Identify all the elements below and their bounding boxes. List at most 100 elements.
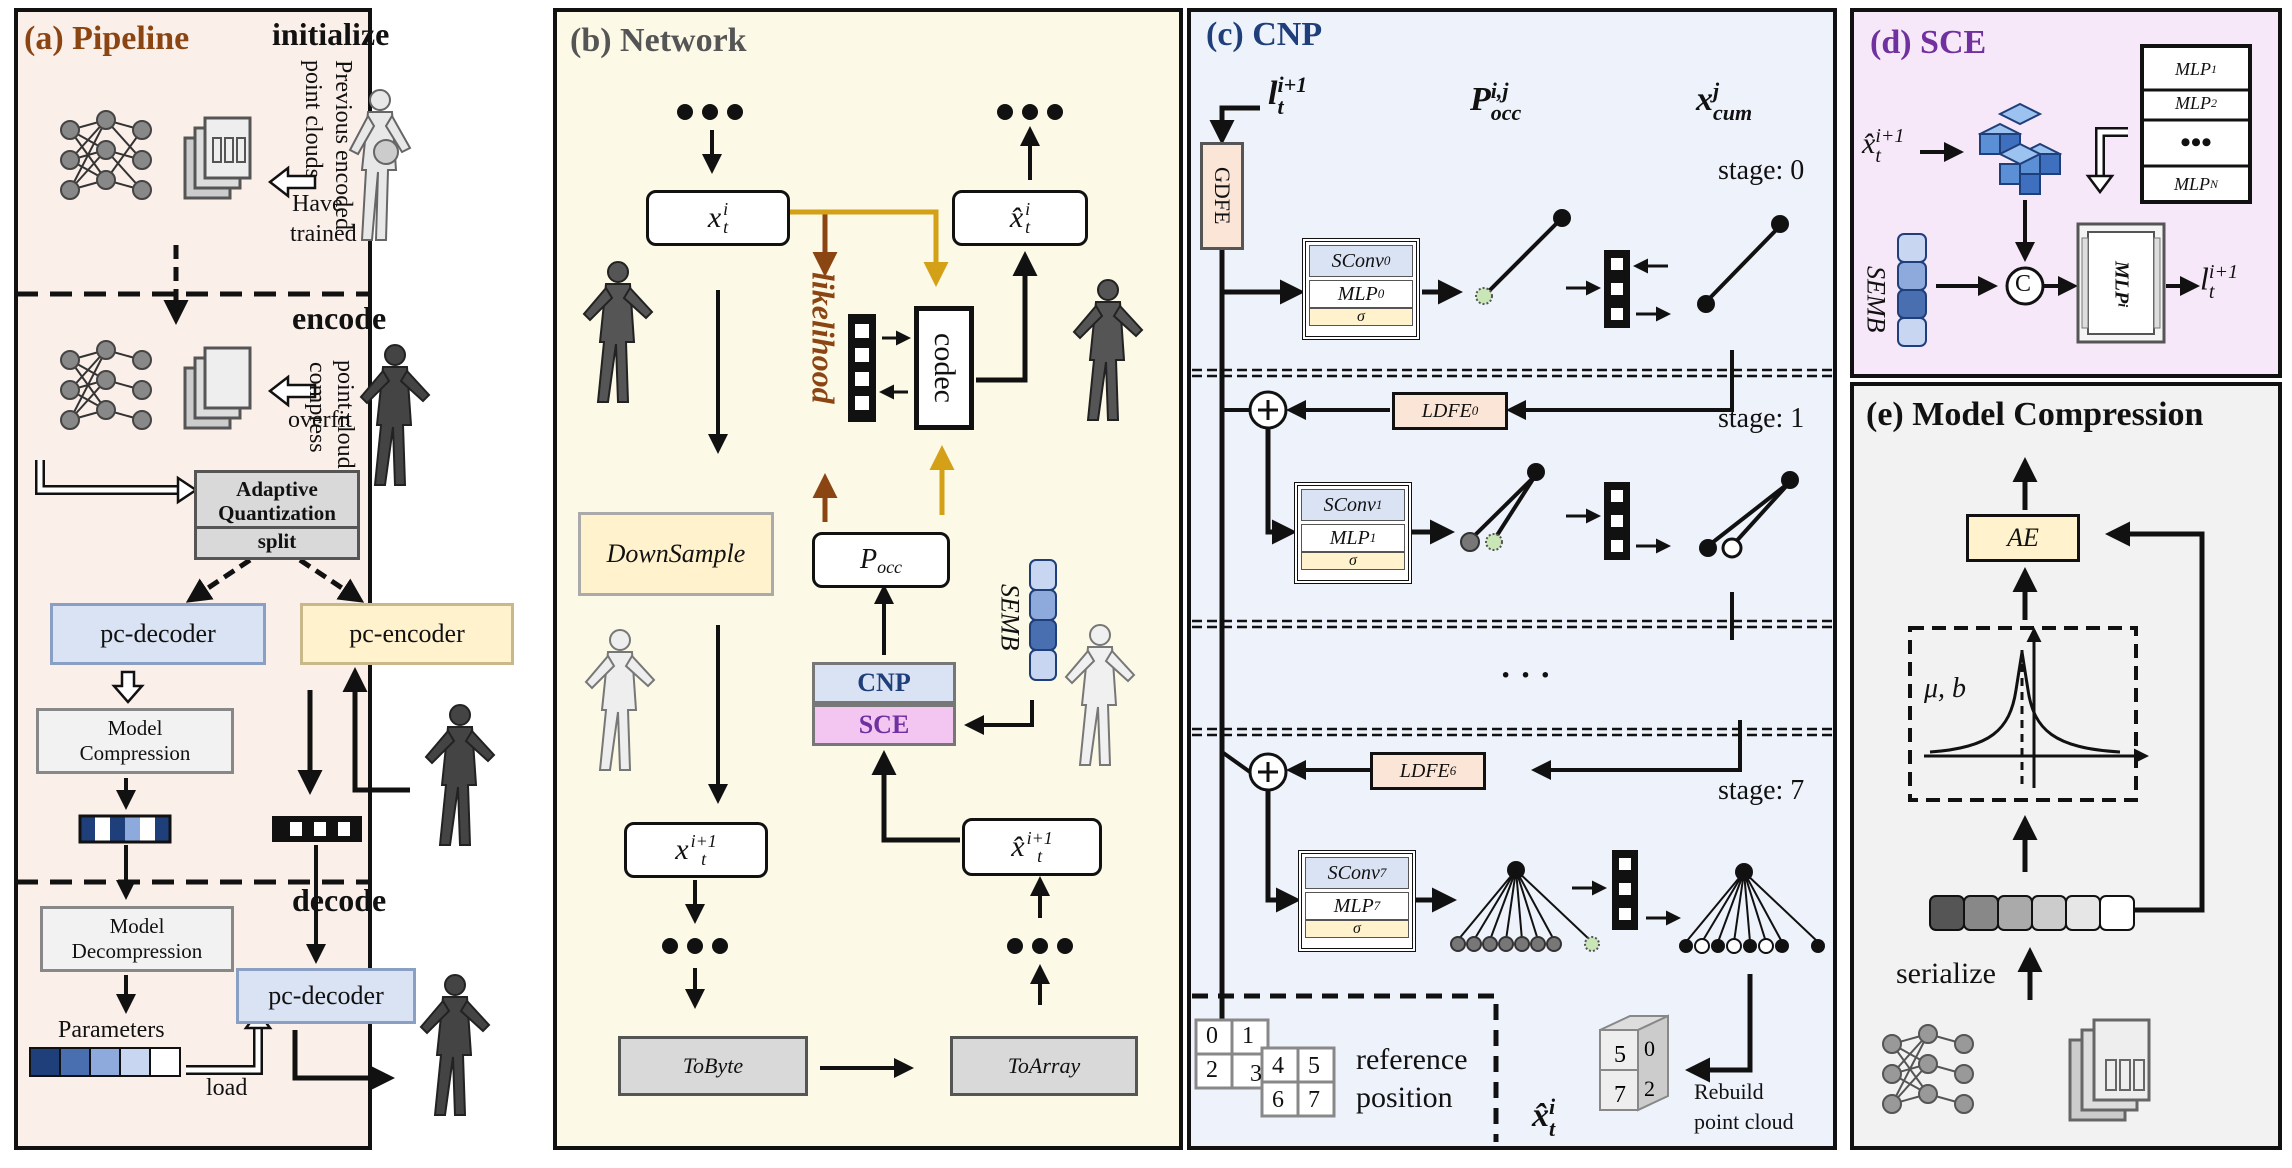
prev-encoded-label: Previous encoded <box>330 60 357 230</box>
parameter-strip-icon <box>78 814 172 844</box>
cnp-title: (c) CNP <box>1206 16 1323 53</box>
xhat-symbol: x̂ <box>1009 201 1024 234</box>
human-figure-icon <box>1072 279 1144 421</box>
cnp-ellipsis: · · · <box>1500 657 1552 694</box>
ae-box: AE <box>1966 514 2080 562</box>
human-figure-icon <box>584 629 656 771</box>
p-symbol: P <box>859 544 878 575</box>
sce-xhat-sup: i+1 <box>1875 125 1905 147</box>
bitstream-vertical-icon <box>848 314 876 422</box>
svg-text:2: 2 <box>1644 1076 1655 1101</box>
pc-encoder-box: pc-encoder <box>300 603 514 665</box>
stage1-label: stage: 1 <box>1718 403 1805 434</box>
stage0-label: stage: 0 <box>1718 155 1805 186</box>
sce-box: SCE <box>812 704 956 746</box>
bitstream-vertical-icon <box>1604 482 1630 560</box>
xhat-cnp-symbol: x̂ <box>1532 1096 1549 1134</box>
grid-cell-2: 2 <box>1206 1057 1218 1083</box>
cube-icon: 57 02 <box>1599 1014 1669 1112</box>
l-sub: t <box>1277 94 1284 119</box>
reference-label: reference <box>1356 1043 1468 1076</box>
sconv0-text: SConv <box>1331 249 1384 272</box>
l-symbol: l <box>1268 74 1278 112</box>
sce-xhat-sub: t <box>1875 145 1881 167</box>
mlp1-stack-idx: 1 <box>2211 61 2217 76</box>
mlpn-stack-idx: N <box>2209 176 2218 191</box>
sconv1-idx: 1 <box>1375 497 1383 512</box>
xhat-cnp-sup: i <box>1549 1094 1556 1119</box>
mlp2-stack-idx: 2 <box>2211 95 2217 110</box>
neural-network-icon <box>60 340 152 430</box>
human-figure-icon <box>424 704 496 846</box>
load-label: load <box>206 1075 248 1101</box>
mlp1-idx: 1 <box>1369 530 1377 545</box>
mlp7-text: MLP <box>1333 894 1374 917</box>
likelihood-label: likelihood <box>805 272 842 404</box>
semb-embedding-icon <box>1897 233 1927 347</box>
human-figure-icon <box>419 974 491 1116</box>
aq-split: split <box>197 525 357 553</box>
have-label: Have <box>292 191 343 217</box>
grid-cell-0: 0 <box>1206 1023 1218 1049</box>
xhat-sup: i <box>1025 199 1031 219</box>
grid-cell-4: 4 <box>1272 1053 1284 1079</box>
ldfe6-text: LDFE <box>1399 759 1450 782</box>
md-line2: Decompression <box>71 939 203 963</box>
sconv7-text: SConv <box>1327 861 1380 884</box>
svg-text:5: 5 <box>1614 1042 1626 1068</box>
model-compression-box: Model Compression <box>36 708 234 774</box>
xhat-next-symbol: x̂ <box>1011 830 1025 863</box>
mc-line2: Compression <box>79 741 191 765</box>
model-decompression-box: Model Decompression <box>40 906 234 972</box>
sce-out-symbol: l <box>2200 260 2209 297</box>
parameter-stack-icon <box>183 346 252 430</box>
pocc-sub: occ <box>1490 100 1522 125</box>
reference-grid-icon <box>1194 1018 1336 1118</box>
sconv1-text: SConv <box>1323 493 1376 516</box>
grid-cell-6: 6 <box>1272 1087 1284 1113</box>
x-symbol: x <box>707 201 722 234</box>
sce-out-sup: i+1 <box>2208 261 2238 283</box>
gdfe-label: GDFE <box>1210 167 1235 225</box>
ldfe0-text: LDFE <box>1421 399 1472 422</box>
mc-line1: Model <box>107 715 163 740</box>
pc-decoder-box-2: pc-decoder <box>236 968 416 1024</box>
ldfe6-idx: 6 <box>1449 763 1457 778</box>
adaptive-quantization-box: Adaptive Quantization split <box>194 470 360 560</box>
pocc-symbol: P <box>1470 80 1491 118</box>
xcum-sub: cum <box>1713 100 1753 125</box>
gdfe-box: GDFE <box>1200 142 1244 250</box>
human-figure-icon <box>359 344 431 486</box>
concat-symbol: C <box>2015 271 2032 297</box>
encode-label: encode <box>292 300 387 336</box>
sce-out-sub: t <box>2208 281 2215 303</box>
toarray-box: ToArray <box>950 1036 1138 1096</box>
mlp1-stack-text: MLP <box>2175 58 2211 79</box>
x-next-symbol: x <box>675 833 689 866</box>
pc-decoder-box: pc-decoder <box>50 603 266 665</box>
hollow-arrow-icon <box>267 165 317 199</box>
sigma0: σ <box>1309 308 1413 326</box>
tobyte-box: ToByte <box>618 1036 808 1096</box>
parameter-strip-icon <box>29 1047 181 1077</box>
x-sup: i <box>723 199 729 219</box>
initialize-label: initialize <box>272 16 390 52</box>
serialized-params-icon <box>1929 895 2135 931</box>
xhat-next-sub: t <box>1037 846 1043 866</box>
